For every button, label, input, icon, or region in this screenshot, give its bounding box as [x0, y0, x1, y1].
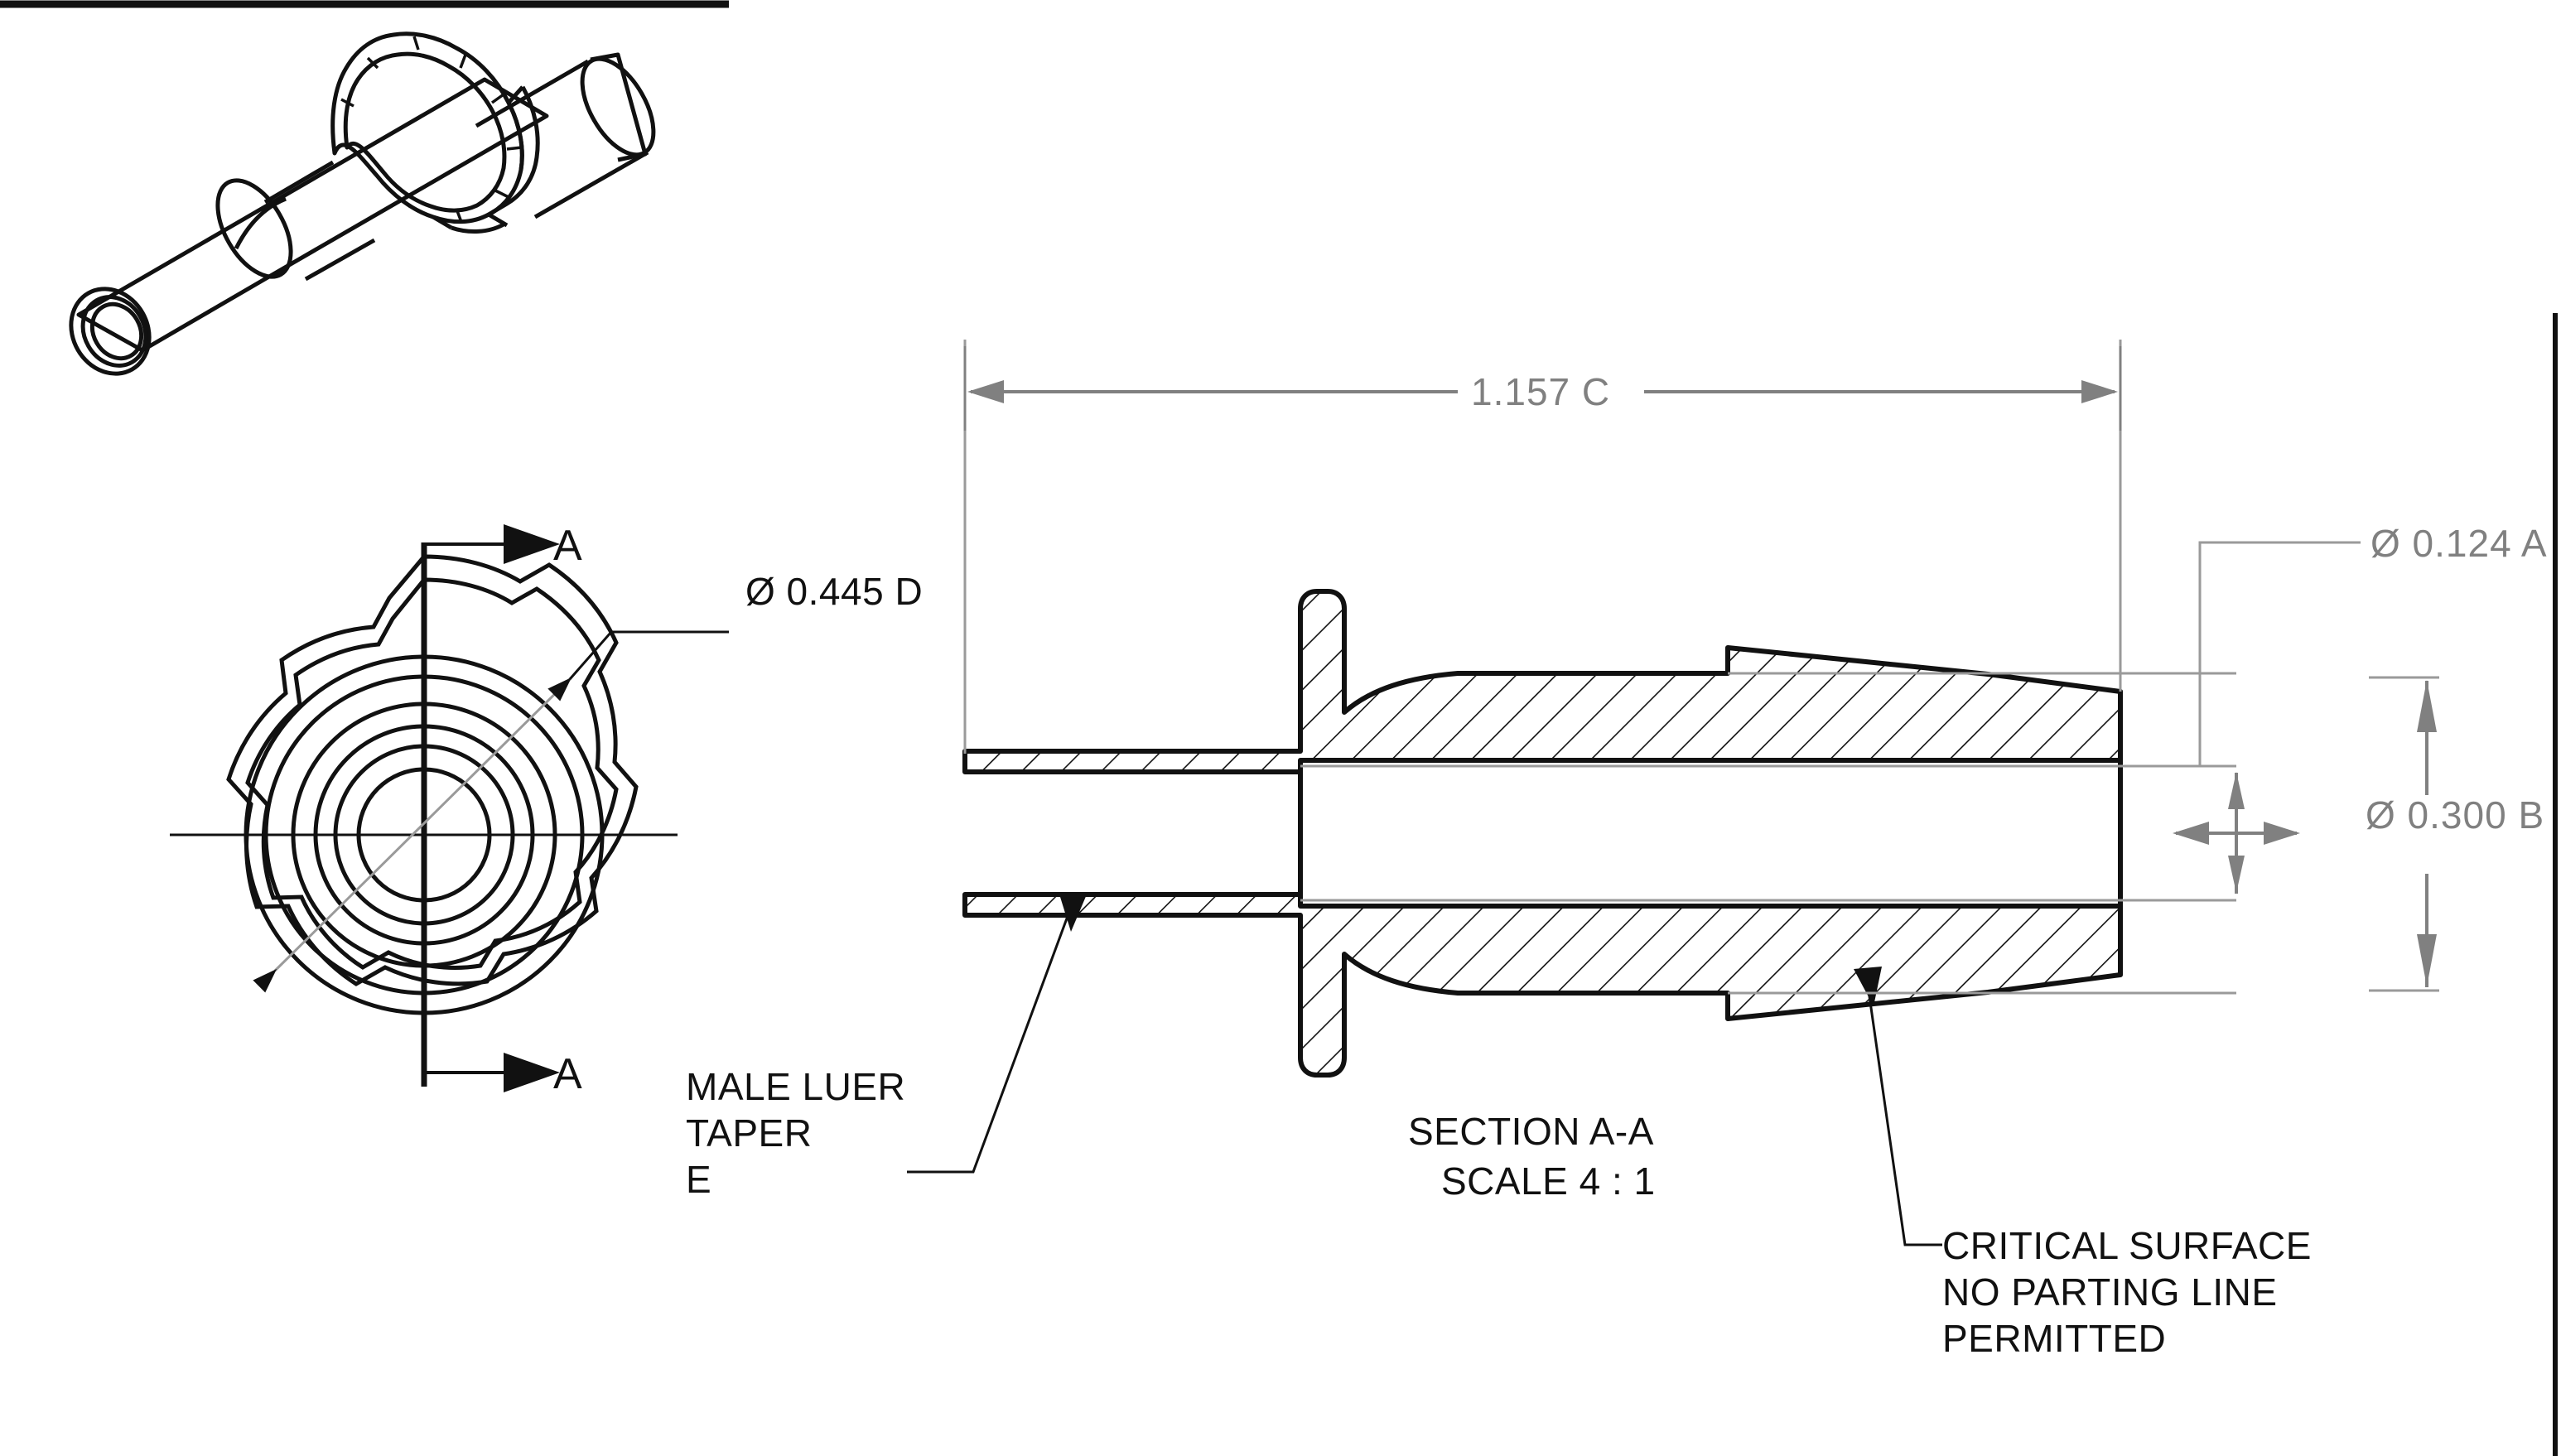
dim-label-flange-diameter: Ø 0.445 D: [745, 570, 923, 613]
section-view-title: SECTION A-A: [1408, 1110, 1654, 1153]
dimension-bore-diameter: [2173, 541, 2361, 894]
section-arrow-bottom: [424, 1053, 560, 1092]
section-aa-view: [962, 340, 2236, 1078]
note-critical-surface-line-2: NO PARTING LINE: [1942, 1270, 2278, 1314]
diameter-dim-line-flange: [253, 677, 572, 993]
section-arrow-top: [421, 524, 560, 564]
note-male-luer-line-2: TAPER: [686, 1111, 812, 1155]
section-upper-wall: [962, 589, 2123, 774]
section-letter-bottom: A: [553, 1050, 582, 1098]
section-view-scale: SCALE 4 : 1: [1441, 1159, 1656, 1203]
section-letter-top: A: [553, 522, 582, 570]
isometric-part-view: [69, 31, 656, 376]
dimension-barb-diameter: [2369, 676, 2439, 992]
front-end-view: [170, 524, 678, 1092]
dimension-overall-length: [963, 346, 2122, 431]
note-critical-surface-line-1: CRITICAL SURFACE: [1942, 1224, 2312, 1267]
leader-flange-diameter: [568, 630, 729, 680]
leader-male-luer-note: [907, 894, 1087, 1174]
note-male-luer-line-3: E: [686, 1158, 711, 1201]
note-male-luer-line-1: MALE LUER: [686, 1065, 905, 1108]
note-critical-surface-line-3: PERMITTED: [1942, 1317, 2166, 1360]
leader-critical-surface-note: [1854, 967, 1942, 1246]
dim-label-barb-diameter: Ø 0.300 B: [2366, 793, 2544, 836]
section-lower-wall: [962, 892, 2123, 1078]
dim-label-overall-length: 1.157 C: [1471, 370, 1610, 413]
knurl-inner-profile: [245, 577, 619, 970]
dim-label-bore-diameter: Ø 0.124 A: [2370, 522, 2548, 565]
